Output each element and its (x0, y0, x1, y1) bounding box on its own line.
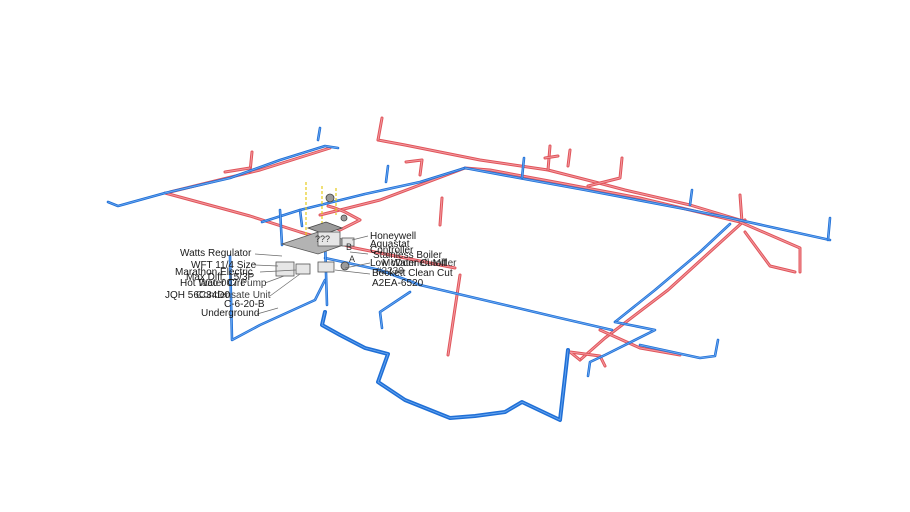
label-honeywell: Honeywell (370, 231, 417, 242)
label-beckett: Beckett Clean Cut (372, 268, 453, 279)
cold-pipe-top-riser-1-highlight (385, 165, 389, 183)
hot-pipe-corner-leg-highlight (569, 351, 606, 367)
hot-pipe-left-run-highlight (164, 192, 456, 269)
condensate-unit-box (295, 263, 311, 275)
leader-honeywell (351, 235, 369, 241)
label-controller: Controller (370, 245, 414, 256)
leader-wft (254, 264, 279, 267)
label-watts-regulator: Watts Regulator (180, 248, 252, 259)
cold-pipe-left-run-highlight (107, 145, 339, 207)
cold-pipe-left-loop-highlight (229, 255, 326, 341)
vent-lines (305, 182, 337, 245)
cold-pipe-left-riser-3-highlight (299, 209, 303, 227)
hot-pipe-left-stub-highlight (224, 167, 251, 173)
tag-a-text: A (349, 254, 355, 264)
hot-pipe-top-riser-1-highlight (377, 117, 383, 141)
cold-pipe-center-loop-highlight (324, 257, 613, 331)
leader-watts (254, 253, 283, 257)
hot-pipe-main-diagonal-highlight (319, 167, 746, 223)
cold-pipe-right-loop (613, 222, 732, 324)
label-model-c620b: C-6-20-B (224, 299, 265, 310)
leader-lines (254, 235, 371, 315)
hot-pipe-lower-right-highlight (599, 329, 681, 356)
burner-box (317, 261, 335, 273)
cold-pipe-underground-highlight (321, 311, 569, 421)
label-stainless-boiler: Stainless Boiler (373, 250, 442, 261)
hot-pipe-top-riser-6-highlight (739, 194, 743, 223)
cold-pipe-top-run (463, 166, 832, 242)
cold-pipe-underground (320, 310, 570, 422)
cold-pipe-top-riser-2-highlight (521, 157, 525, 179)
cold-pipe-center-drop-highlight (379, 291, 411, 329)
cold-pipe-left-riser-2-highlight (279, 209, 283, 246)
hot-pipe-right-branch-highlight (739, 221, 801, 273)
label-marathon-electric: Marathon Electric (175, 267, 253, 278)
label-beckett-model: A2EA-6520 (372, 278, 424, 289)
cold-pipe-mid-upper-highlight (261, 167, 466, 223)
cold-pipe-right-tail-highlight (639, 339, 719, 359)
hot-pipe-top-upper-highlight (377, 139, 741, 221)
leader-underground (256, 307, 279, 315)
unknown-tag-text: ??? (315, 234, 330, 244)
leader-beckett (334, 269, 371, 275)
cold-pipe-right-corner-highlight (587, 321, 656, 377)
leader-lowater (344, 262, 371, 269)
hot-pipe-top-riser-5-highlight (587, 157, 623, 187)
valve-circle-1 (325, 193, 335, 203)
label-aquastat: Aquastat (370, 239, 410, 250)
label-wft-size: WFT 11/4 Size (191, 260, 257, 271)
cold-pipe-center-drop (378, 290, 412, 330)
label-underground: Underground (201, 308, 260, 319)
leader-marathon (259, 269, 297, 273)
hot-pipe-top-riser-4-highlight (567, 149, 571, 167)
label-max-diff: Max Diff. 15/3P (186, 272, 255, 283)
leader-condensate (269, 273, 301, 297)
hot-pipe-small-riser-highlight (405, 159, 423, 176)
label-jqh: JQH 56C34D0 (165, 290, 231, 301)
aquastat-box (341, 237, 355, 247)
cold-pipe-center-loop (323, 256, 614, 332)
label-mcdonnell-miller: McDonnell-Miller (382, 258, 457, 269)
hot-pipe-main-to-corner (578, 218, 747, 362)
leader-stainless (349, 251, 369, 255)
cold-pipe-left-riser-highlight (317, 127, 321, 141)
cold-pipe-right-loop-highlight (614, 223, 731, 323)
water-heater-tank (275, 261, 295, 277)
tag-b-text: B (346, 242, 352, 252)
label-condensate-unit: Condensate Unit (196, 290, 271, 301)
hot-pipe-right-drop-highlight (744, 231, 796, 273)
pump-circle (340, 261, 350, 271)
leader-hwc (264, 275, 285, 284)
label-low-water-cutoff: Low Water Cutoff (370, 258, 447, 269)
cold-pipe-mid-upper (260, 166, 467, 224)
label-taco-pump: Taco 007 Pump (197, 278, 267, 289)
label-mcdonnell-number: #2230 (376, 266, 404, 277)
cold-pipe-top-riser-3-highlight (689, 189, 693, 206)
hot-pipe-center-drop-highlight (447, 274, 461, 356)
hot-supply-piping (163, 116, 802, 368)
valve-circle-2 (340, 214, 348, 222)
cold-pipe-top-run-highlight (464, 167, 831, 241)
hot-pipe-small-riser (404, 158, 424, 177)
cold-pipe-top-riser-4-highlight (827, 217, 831, 241)
hot-pipe-top-riser-3-highlight (544, 155, 559, 159)
boiler-body (317, 231, 341, 247)
hot-pipe-center-riser-highlight (439, 197, 443, 226)
boiler-equipment: ??? A B (275, 193, 355, 277)
hot-pipe-main-diagonal (318, 166, 747, 224)
hot-pipe-main-to-corner-highlight (579, 219, 746, 361)
label-hot-water-circ: Hot Water Circ (180, 278, 246, 289)
